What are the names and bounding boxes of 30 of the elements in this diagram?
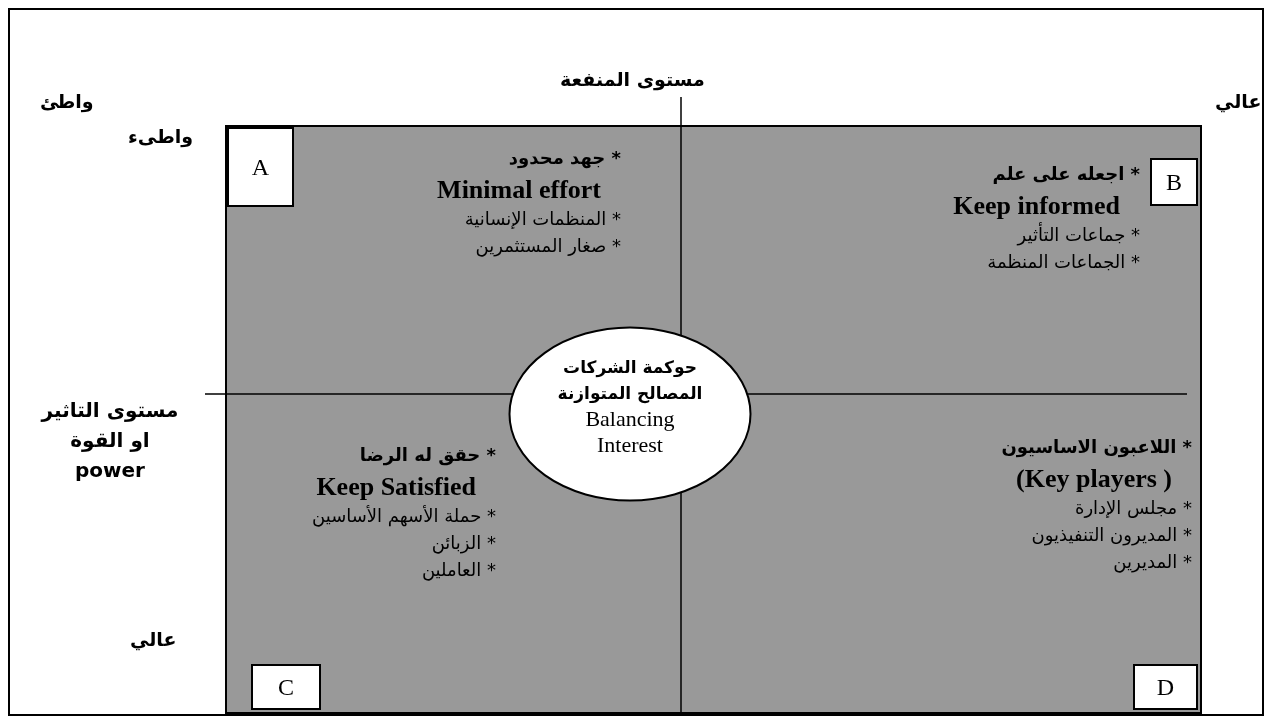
stakeholder-item: * الزبائن <box>430 531 496 556</box>
ellipse-heading: حوكمة الشركات المصالح المتوازنة <box>556 356 704 406</box>
quadrant-heading: * جهد محدود <box>507 146 621 171</box>
stakeholder-item: * العاملين <box>420 558 496 583</box>
quadrant-letter: A <box>227 127 294 207</box>
axis-level-label: عالي <box>1215 90 1262 112</box>
stakeholder-item: * مجلس الإدارة <box>1073 496 1192 520</box>
strategy-label: Minimal effort <box>437 175 601 205</box>
strategy-label: (Key players ) <box>1015 464 1172 494</box>
stakeholder-item: * المديرون التنفيذيون <box>1030 523 1192 548</box>
quadrant-heading: * اجعله على علم <box>991 162 1140 186</box>
stakeholder-item: * المديرين <box>1112 550 1192 575</box>
stakeholder-item: * جماعات التأثير <box>1015 221 1140 248</box>
strategy-label: Keep Satisfied <box>315 472 476 502</box>
ellipse-label: Balancing Interest <box>584 406 676 458</box>
stakeholder-item: * حملة الأسهم الأساسين <box>312 504 496 529</box>
quadrant-heading: * اللاعبون الاساسيون <box>1001 435 1192 460</box>
axis-level-label: واطىء <box>128 125 194 147</box>
quadrant-letter: C <box>251 664 321 710</box>
stakeholder-item: * صغار المستثمرين <box>474 234 621 259</box>
axis-level-label: واطئ <box>40 90 94 112</box>
axis-level-label: عالي <box>130 628 177 650</box>
strategy-label: Keep informed <box>953 191 1120 221</box>
axis-title: مستوى المنفعة <box>560 68 705 90</box>
stakeholder-item: * المنظمات الإنسانية <box>463 207 621 231</box>
quadrant-letter: B <box>1150 158 1198 206</box>
axis-title: مستوى التاثير او القوة power <box>40 397 180 484</box>
quadrant-heading: * حقق له الرضا <box>358 443 496 468</box>
stakeholder-item: * الجماعات المنظمة <box>986 250 1140 274</box>
quadrant-letter: D <box>1133 664 1198 710</box>
